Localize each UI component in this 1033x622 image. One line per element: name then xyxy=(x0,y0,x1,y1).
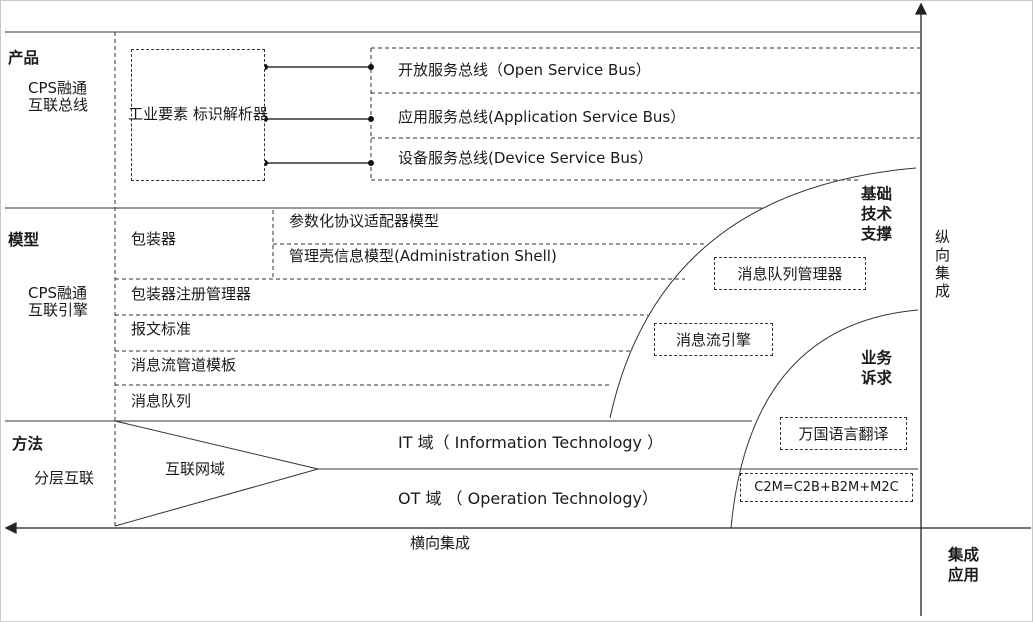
section-subtitle-product: CPS融通 互联总线 xyxy=(28,79,89,115)
queue-manager-box: 消息队列管理器 xyxy=(714,257,866,290)
message-pipeline-template-label: 消息流管道模板 xyxy=(131,356,237,374)
admin-shell-model-label: 管理壳信息模型(Administration Shell) xyxy=(289,247,557,265)
vertical-axis-arrow xyxy=(914,2,928,15)
message-standard-label: 报文标准 xyxy=(131,320,192,338)
open-service-bus-label: 开放服务总线（Open Service Bus） xyxy=(398,61,651,79)
section-title-method: 方法 xyxy=(12,435,44,453)
horizontal-integration-label: 横向集成 xyxy=(410,534,471,552)
internet-domain-label: 互联网域 xyxy=(165,460,226,478)
vertical-integration-label: 纵 向 集 成 xyxy=(935,228,951,300)
translation-box: 万国语言翻译 xyxy=(780,417,907,450)
section-title-product: 产品 xyxy=(8,49,40,67)
it-domain-label: IT 域（ Information Technology ） xyxy=(398,433,664,452)
message-queue-label: 消息队列 xyxy=(131,392,192,410)
horizontal-axis-arrow xyxy=(4,521,17,535)
integrated-application-label: 集成 应用 xyxy=(948,546,980,585)
ot-domain-label: OT 域 （ Operation Technology） xyxy=(398,489,658,508)
stream-engine-box: 消息流引擎 xyxy=(654,323,773,356)
section-subtitle-method: 分层互联 xyxy=(34,469,95,487)
application-service-bus-label: 应用服务总线(Application Service Bus） xyxy=(398,108,686,126)
identifier-resolver-box: 工业要素 标识解析器 xyxy=(128,49,268,181)
wrapper-label: 包装器 xyxy=(131,230,177,248)
section-subtitle-model: CPS融通 互联引擎 xyxy=(28,284,89,320)
tech-support-label: 基础 技术 支撑 xyxy=(861,185,893,244)
protocol-adapter-model-label: 参数化协议适配器模型 xyxy=(289,212,440,230)
device-service-bus-label: 设备服务总线(Device Service Bus） xyxy=(398,149,653,167)
c2m-box: C2M=C2B+B2M+M2C xyxy=(740,473,913,502)
business-demand-label: 业务 诉求 xyxy=(861,349,893,388)
section-title-model: 模型 xyxy=(8,231,40,249)
wrapper-registry-label: 包装器注册管理器 xyxy=(131,285,252,303)
